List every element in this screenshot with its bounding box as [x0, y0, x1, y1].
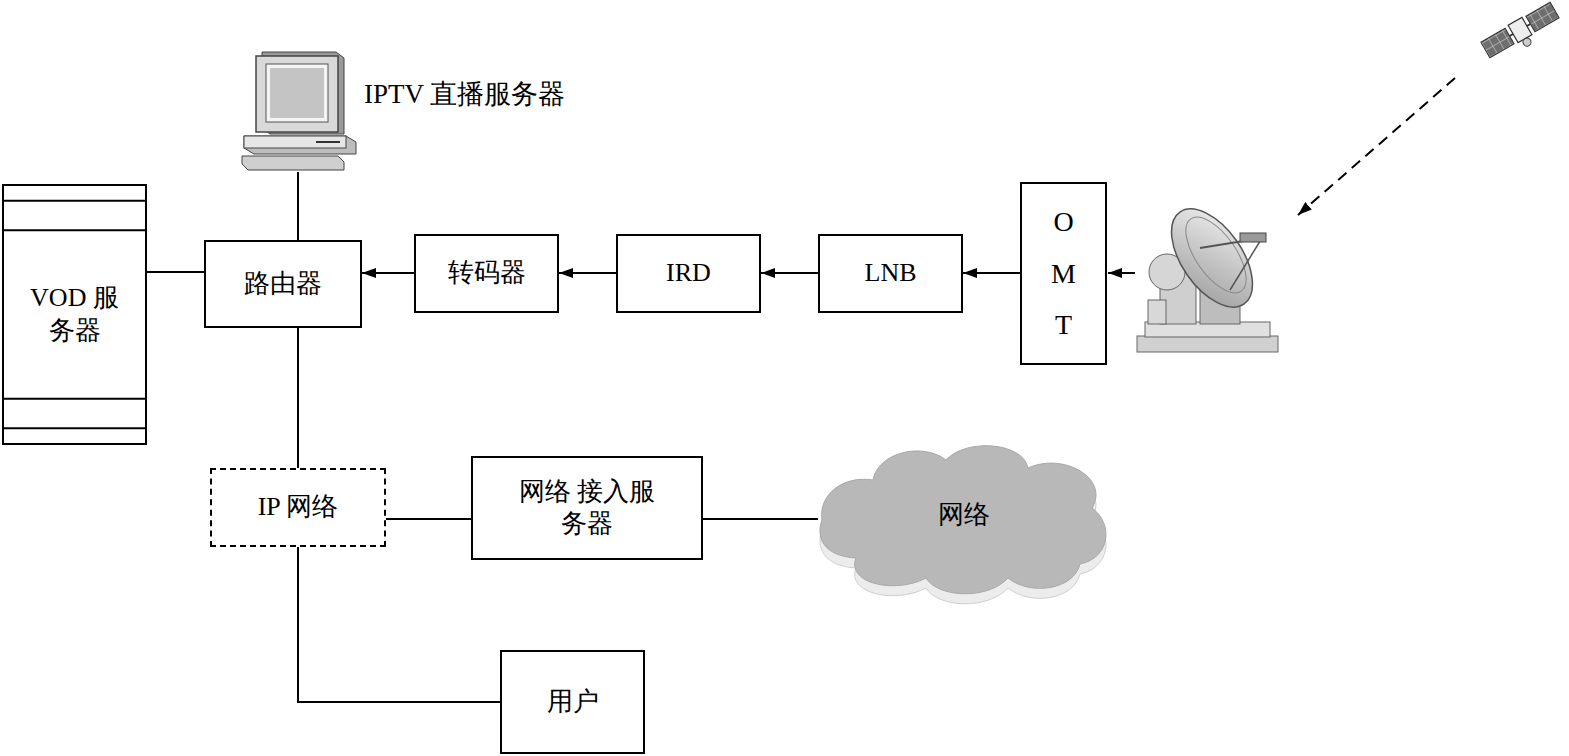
node-label: VOD 服务器: [19, 282, 131, 347]
dish-antenna: [1137, 195, 1278, 352]
node-label: IRD: [666, 257, 711, 290]
connector-line: [297, 328, 299, 468]
server-icon: IPTV 直播服务器: [240, 50, 565, 172]
rack-stripes: [4, 186, 145, 443]
omt-box: OMT: [1020, 182, 1107, 365]
downlink-arrow: [1298, 78, 1455, 215]
network-box: IP 网络: [210, 468, 386, 547]
node-label: 转码器: [448, 257, 526, 290]
computer-icon: [240, 50, 358, 172]
arrow-connector: [963, 272, 1020, 274]
node-label: 网络: [938, 499, 990, 532]
process-box: IRD: [616, 234, 761, 313]
connector-line: [386, 518, 471, 520]
network-cloud: 网络: [818, 440, 1110, 605]
arrow-connector: [761, 272, 818, 274]
process-box: 转码器: [414, 234, 559, 313]
server-box: 网络 接入服务器: [471, 456, 703, 560]
connector-line: [298, 547, 500, 702]
arrow-connector: [362, 272, 414, 274]
server-rack: VOD 服务器: [2, 184, 147, 445]
node-label: LNB: [865, 257, 917, 290]
arrow-connector: [559, 272, 616, 274]
node-label: 网络 接入服务器: [512, 476, 662, 541]
process-box: LNB: [818, 234, 963, 313]
node-label: IP 网络: [258, 491, 339, 524]
router-box: 路由器: [204, 240, 362, 328]
user-box: 用户: [500, 650, 645, 754]
feed-arrow: [1108, 272, 1135, 274]
node-label: IPTV 直播服务器: [364, 78, 565, 112]
connector-line: [147, 271, 204, 273]
node-label: 路由器: [244, 268, 322, 301]
node-label: OMT: [1050, 196, 1078, 351]
satellite-icon: [1480, 1, 1563, 65]
node-label: 用户: [547, 686, 599, 719]
connector-line: [297, 172, 299, 240]
connector-line: [703, 518, 818, 520]
